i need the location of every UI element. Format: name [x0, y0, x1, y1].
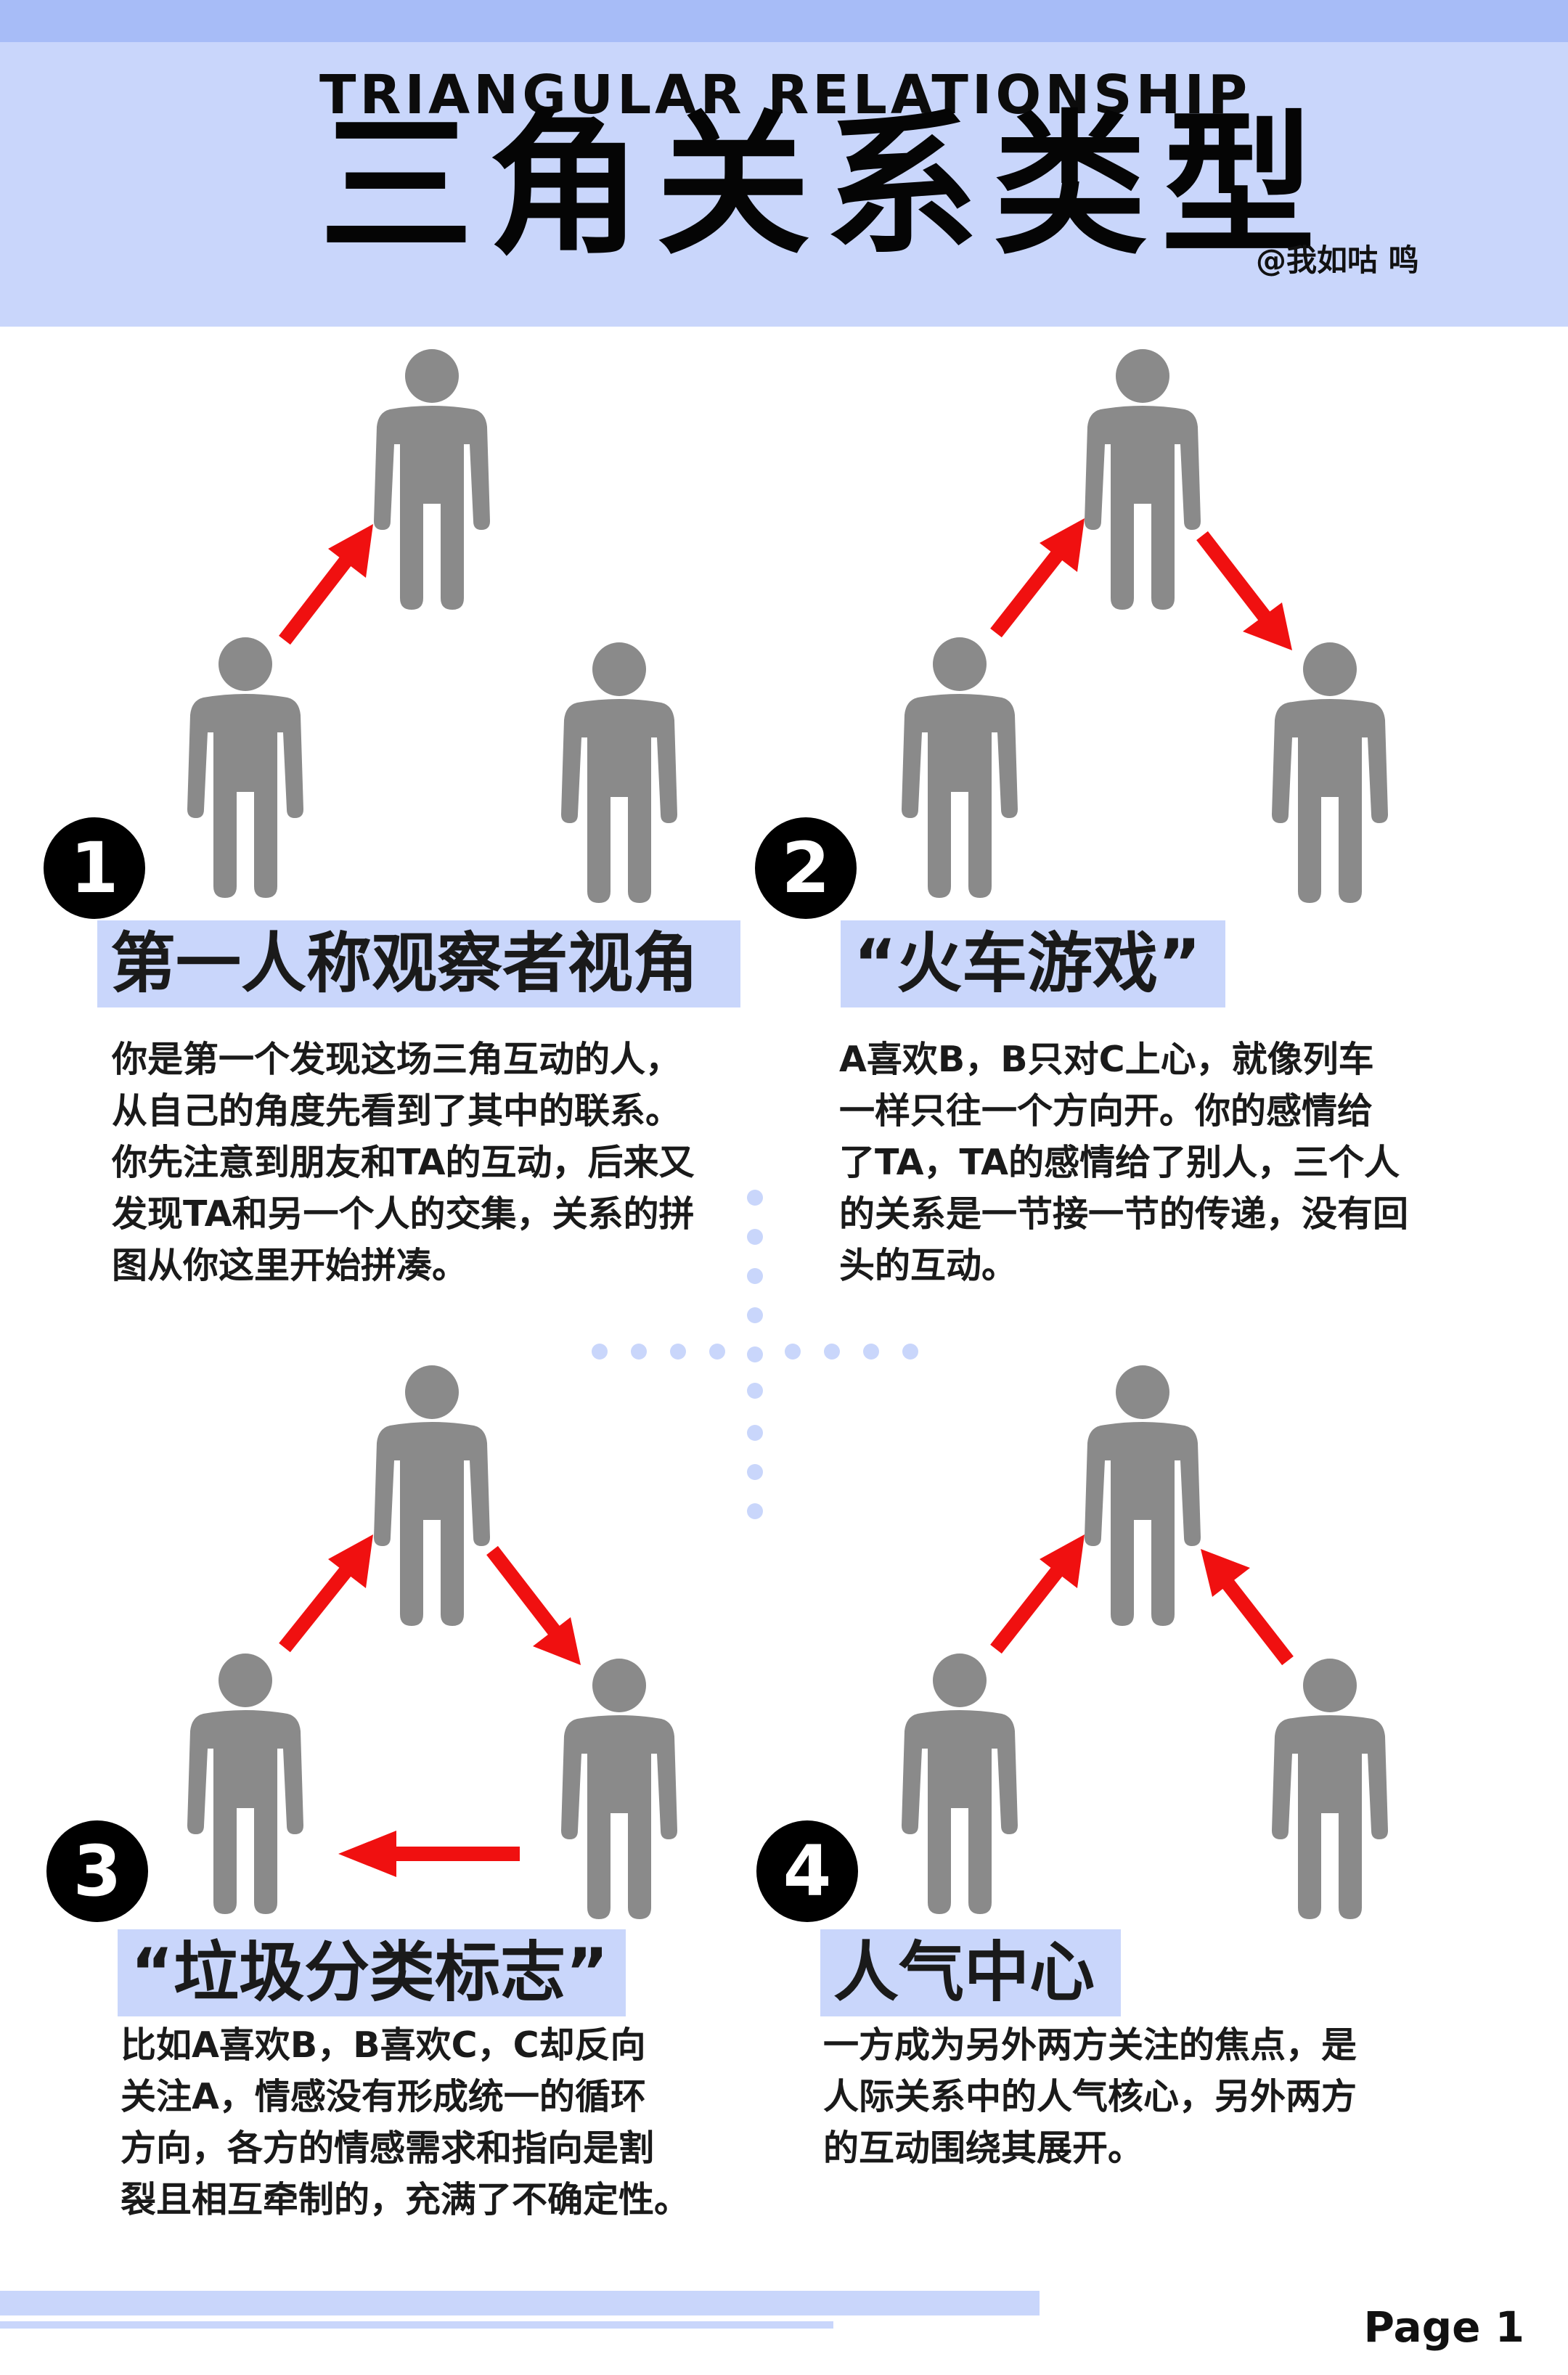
page-subtitle: TRIANGULAR RELATIONSHIP — [319, 64, 1251, 126]
section-number-4: 4 — [756, 1820, 858, 1922]
desc-line: 你是第一个发现这场三角互动的人， — [112, 1039, 682, 1080]
footer-bar — [0, 2291, 1040, 2315]
desc-line: 头的互动。 — [839, 1245, 1018, 1286]
desc-line: 你先注意到朋友和TA的互动，后来又 — [112, 1142, 695, 1183]
desc-line: 的关系是一节接一节的传递，没有回 — [839, 1193, 1409, 1235]
section-title-2: “火车游戏” — [841, 920, 1225, 1007]
desc-line: 方向，各方的情感需求和指向是割 — [121, 2127, 655, 2169]
arrow-4-left-to-top — [990, 1534, 1085, 1654]
desc-line: 比如A喜欢B，B喜欢C，C却反向 — [121, 2024, 646, 2066]
desc-line: 人际关系中的人气核心，另外两方 — [823, 2076, 1357, 2117]
author-handle: @我如咕 鸣 — [1256, 242, 1419, 278]
arrow-1-left-to-top — [279, 524, 373, 645]
section-desc-3: 比如A喜欢B，B喜欢C，C却反向 关注A，情感没有形成统一的循环 方向，各方的情… — [121, 2019, 759, 2225]
arrow-3-left-to-top — [279, 1534, 373, 1653]
figure-top-1 — [374, 349, 490, 610]
figure-top-2 — [1085, 349, 1201, 610]
top-strip — [0, 0, 1568, 42]
figure-top-4 — [1085, 1365, 1201, 1626]
page-number: Page 1 — [1363, 2302, 1525, 2352]
desc-line: 一样只往一个方向开。你的感情给 — [839, 1090, 1373, 1132]
section-number-2: 2 — [755, 817, 857, 919]
arrow-3-right-to-left — [338, 1831, 520, 1877]
figure-left-4 — [902, 1653, 1018, 1914]
section-title-4: 人气中心 — [820, 1929, 1121, 2016]
arrow-4-right-to-top — [1201, 1549, 1294, 1666]
page-title: 三角关系类型 — [319, 96, 1330, 275]
desc-line: 一方成为另外两方关注的焦点，是 — [823, 2024, 1357, 2066]
figure-top-3 — [374, 1365, 490, 1626]
arrow-2-left-to-top — [990, 518, 1085, 638]
section-number-3: 3 — [46, 1820, 148, 1922]
desc-line: 裂且相互牵制的，充满了不确定性。 — [121, 2179, 690, 2220]
desc-line: 关注A，情感没有形成统一的循环 — [121, 2076, 646, 2117]
section-desc-2: A喜欢B，B只对C上心，就像列车 一样只往一个方向开。你的感情给 了TA，TA的… — [839, 1034, 1478, 1291]
section-title-3: “垃圾分类标志” — [118, 1929, 626, 2016]
dotted-separator — [592, 1190, 918, 1519]
section-desc-1: 你是第一个发现这场三角互动的人， 从自己的角度先看到了其中的联系。 你先注意到朋… — [112, 1034, 751, 1291]
figure-right-2 — [1272, 642, 1388, 903]
footer-bar-thin — [0, 2321, 833, 2329]
desc-line: 从自己的角度先看到了其中的联系。 — [112, 1090, 682, 1132]
desc-line: 的互动围绕其展开。 — [823, 2127, 1144, 2169]
arrow-2-top-to-right — [1196, 531, 1292, 650]
desc-line: 发现TA和另一个人的交集，关系的拼 — [112, 1193, 695, 1235]
desc-line: A喜欢B，B只对C上心，就像列车 — [839, 1039, 1374, 1080]
figure-right-4 — [1272, 1659, 1388, 1919]
figure-left-2 — [902, 637, 1018, 898]
section-number-1: 1 — [44, 817, 145, 919]
section-title-1: 第一人称观察者视角 — [97, 920, 740, 1007]
figure-right-1 — [561, 642, 677, 903]
arrow-3-top-to-right — [486, 1545, 581, 1665]
figure-left-3 — [187, 1653, 303, 1914]
section-desc-4: 一方成为另外两方关注的焦点，是 人际关系中的人气核心，另外两方 的互动围绕其展开… — [823, 2019, 1477, 2174]
desc-line: 图从你这里开始拼凑。 — [112, 1245, 468, 1286]
figure-right-3 — [561, 1659, 677, 1919]
header-banner — [0, 42, 1568, 327]
figure-left-1 — [187, 637, 303, 898]
desc-line: 了TA，TA的感情给了别人，三个人 — [839, 1142, 1400, 1183]
